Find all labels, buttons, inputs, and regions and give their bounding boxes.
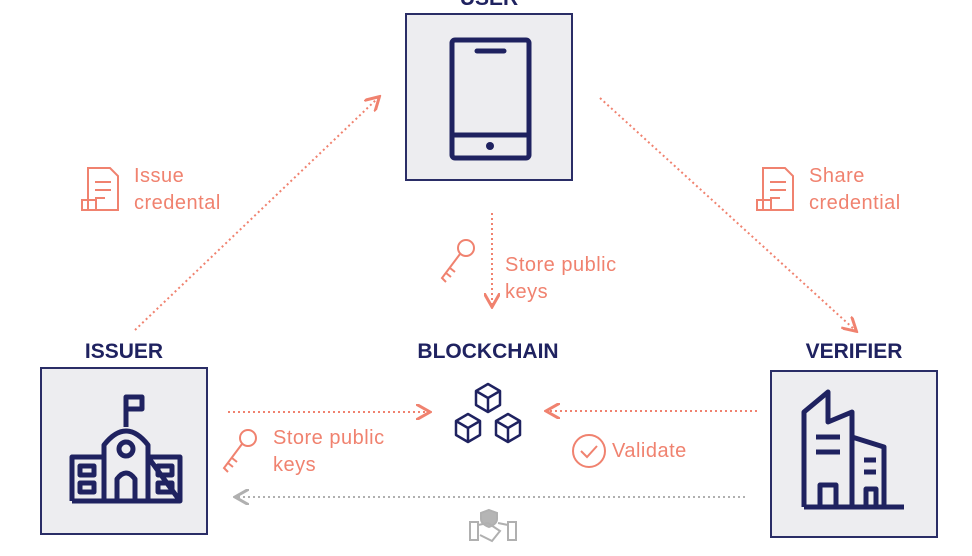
blockchain-cubes-icon <box>454 382 522 444</box>
handshake-shield-icon <box>469 508 517 543</box>
office-buildings-icon <box>801 389 904 510</box>
issuer-title: ISSUER <box>84 340 164 363</box>
credential-icon <box>81 167 794 211</box>
issuer-node[interactable] <box>40 367 208 535</box>
user-node[interactable] <box>405 13 573 181</box>
arrow-issuer-to-user <box>134 98 378 331</box>
check-circle-icon <box>572 434 606 468</box>
tablet-icon <box>449 37 532 161</box>
verifier-title: VERIFIER <box>805 340 903 363</box>
validate-label: Validate <box>612 440 687 462</box>
blockchain-title: BLOCKCHAIN <box>417 340 559 363</box>
user-title: USER <box>405 0 573 11</box>
verifier-node[interactable] <box>770 370 938 538</box>
key-icon <box>222 239 475 473</box>
school-icon <box>69 394 183 504</box>
